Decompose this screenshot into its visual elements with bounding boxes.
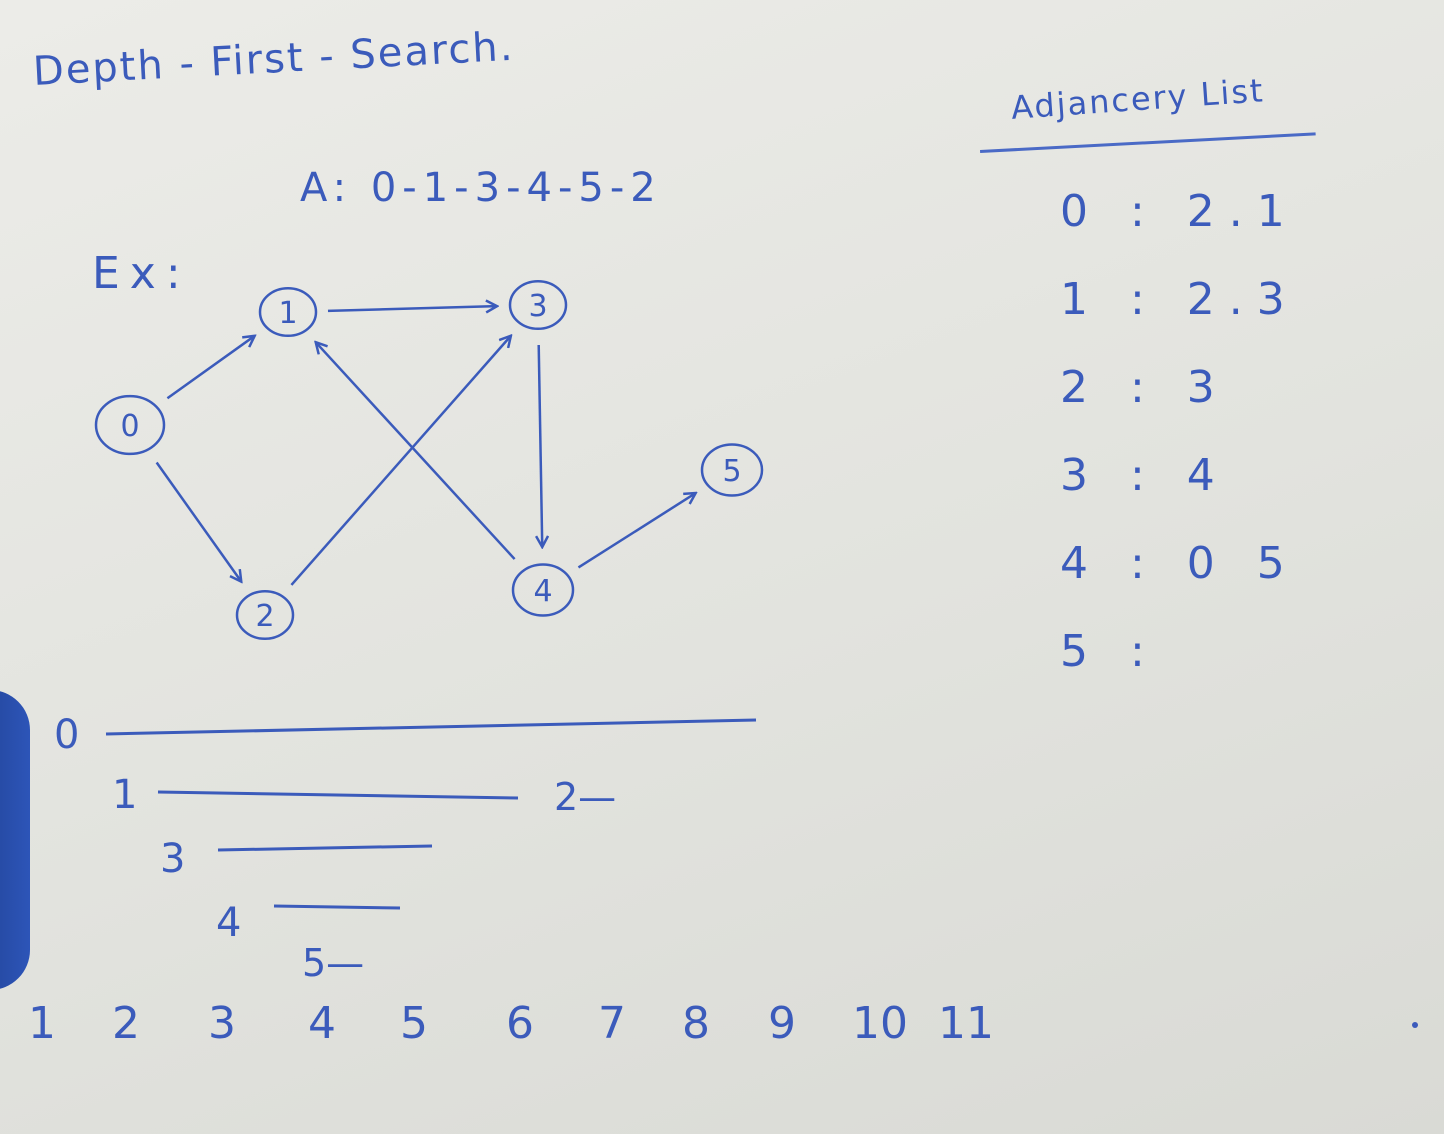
tick-label: 2 (112, 998, 140, 1049)
adjacency-row-3: 3 : 4 (1060, 454, 1380, 542)
timeline-label: 0 (54, 712, 79, 758)
adjacency-row-2: 2 : 3 (1060, 366, 1380, 454)
graph-node-2: 2 (235, 589, 295, 641)
timeline-ticks: 1 2 3 4 5 6 7 8 9 10 11 (20, 998, 1000, 1058)
tick-label: 1 (28, 998, 56, 1049)
node-circle (508, 279, 568, 331)
timeline-bar (105, 718, 757, 736)
timeline-row-0: 0 (54, 712, 757, 758)
tick-label: 8 (682, 998, 710, 1049)
graph-edges (155, 306, 695, 586)
dfs-answer: A: 0-1-3-4-5-2 (300, 165, 662, 211)
graph-node-1: 1 (258, 286, 318, 338)
graph-node-5: 5 (700, 443, 764, 497)
timeline-tail: 2— (554, 775, 616, 819)
edge-3-to-4 (539, 344, 543, 546)
timeline-row-1: 1 2— (112, 772, 616, 819)
adjacency-text: 4 : 0 5 (1060, 538, 1299, 589)
node-label: 3 (528, 289, 547, 324)
edge-4-to-5 (577, 494, 694, 569)
adjacency-list: 0 : 2.1 1 : 2.3 2 : 3 3 : 4 4 : 0 5 5 : (1060, 190, 1380, 710)
adjacency-row-5: 5 : (1060, 630, 1380, 718)
edge-1-to-3 (327, 306, 496, 311)
tick-label: 10 (852, 998, 908, 1049)
tick-label: 3 (208, 998, 236, 1049)
edge-4-to-1 (316, 343, 516, 560)
edge-0-to-1 (166, 336, 253, 400)
adjacency-row-4: 4 : 0 5 (1060, 542, 1380, 630)
graph-node-4: 4 (511, 563, 575, 617)
tick-label: 9 (768, 998, 796, 1049)
graph-nodes: 0 1 2 3 4 5 (94, 279, 764, 641)
timeline-row-4: 5— (302, 941, 364, 980)
timeline-label: 3 (160, 836, 185, 882)
edge-2-to-3 (290, 337, 510, 586)
adjacency-text: 0 : 2.1 (1060, 186, 1299, 237)
example-label: Ex: (92, 248, 191, 299)
timeline-bar (217, 844, 433, 852)
adjacency-text: 3 : 4 (1060, 450, 1229, 501)
adjacency-text: 1 : 2.3 (1060, 274, 1299, 325)
dfs-graph: 0 1 2 3 4 5 (94, 279, 764, 641)
ink-dot (1412, 1022, 1418, 1028)
tick-label: 6 (506, 998, 534, 1049)
timeline-label: 1 (112, 772, 137, 818)
node-label: 5 (722, 454, 741, 489)
adjacency-text: 5 : (1060, 626, 1159, 677)
timeline-row-3: 4 (216, 900, 401, 946)
node-label: 4 (533, 574, 552, 609)
graph-node-3: 3 (508, 279, 568, 331)
timeline-label: 4 (216, 900, 241, 946)
dfs-timeline: 0 1 2— 3 4 5— (54, 712, 757, 980)
tick-label: 4 (308, 998, 336, 1049)
adjacency-row-1: 1 : 2.3 (1060, 278, 1380, 366)
tick-label: 11 (938, 998, 994, 1049)
node-label: 0 (120, 409, 139, 444)
timeline-row-2: 3 (160, 836, 433, 882)
graph-node-0: 0 (94, 394, 166, 456)
node-label: 1 (278, 296, 297, 331)
timeline-bar (273, 904, 401, 910)
ink-blob (0, 690, 30, 990)
tick-label: 5 (400, 998, 428, 1049)
node-circle (235, 589, 295, 641)
timeline-bar (157, 790, 519, 800)
node-circle (700, 443, 764, 497)
edge-0-to-2 (155, 461, 241, 580)
timeline-tail: 5— (302, 941, 364, 980)
node-circle (258, 286, 318, 338)
tick-label: 7 (598, 998, 626, 1049)
adjacency-text: 2 : 3 (1060, 362, 1229, 413)
node-label: 2 (255, 599, 274, 634)
adjacency-row-0: 0 : 2.1 (1060, 190, 1380, 278)
node-circle (511, 563, 575, 617)
node-circle (94, 394, 166, 456)
